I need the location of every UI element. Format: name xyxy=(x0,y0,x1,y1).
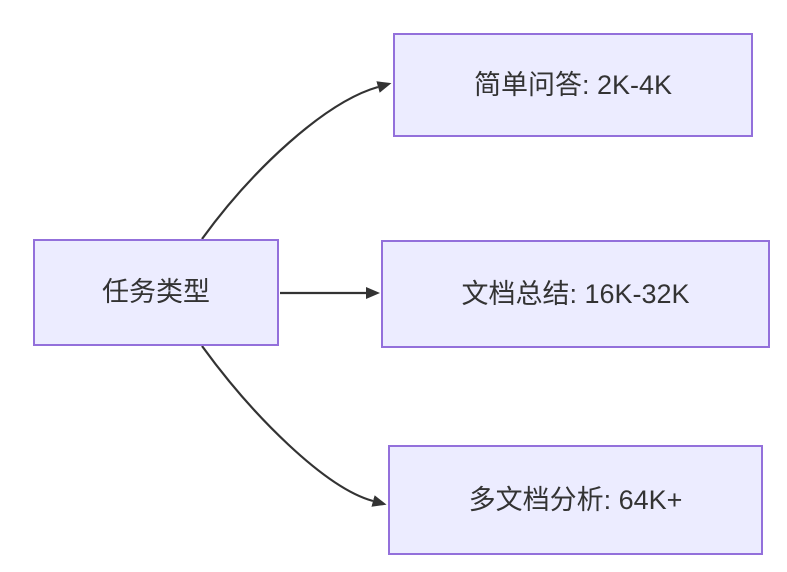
node-multi-doc: 多文档分析: 64K+ xyxy=(388,445,763,555)
node-multi-doc-label: 多文档分析: 64K+ xyxy=(468,484,683,515)
edge-task-to-multi-doc xyxy=(201,345,387,507)
node-task-type: 任务类型 xyxy=(33,239,279,346)
node-doc-summary: 文档总结: 16K-32K xyxy=(381,240,770,348)
node-simple-qa-label: 简单问答: 2K-4K xyxy=(473,69,673,100)
node-doc-summary-label: 文档总结: 16K-32K xyxy=(461,278,690,309)
node-simple-qa: 简单问答: 2K-4K xyxy=(393,33,753,137)
edge-task-to-simple-qa xyxy=(201,81,392,240)
node-task-type-label: 任务类型 xyxy=(102,277,210,308)
